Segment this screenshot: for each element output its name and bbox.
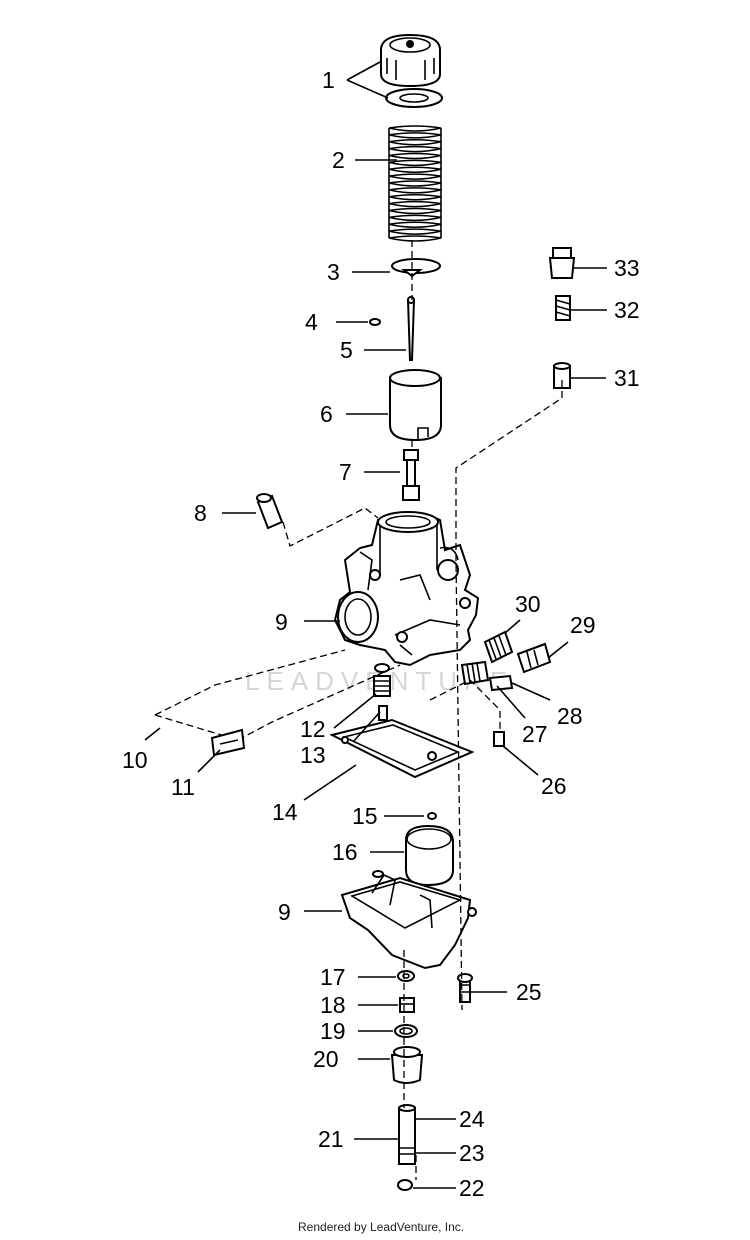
label-9-bowl: 9	[278, 899, 291, 925]
label-11: 11	[171, 774, 195, 800]
label-28: 28	[557, 703, 583, 729]
label-23: 23	[459, 1140, 485, 1166]
part-1-cap	[380, 33, 443, 108]
footer-credit: Rendered by LeadVenture, Inc.	[298, 1220, 464, 1234]
part-20-plug	[390, 1046, 424, 1084]
part-9-carburetor-body	[333, 511, 480, 667]
label-2: 2	[332, 147, 345, 173]
label-1: 1	[322, 67, 335, 93]
part-16-float	[405, 824, 454, 887]
label-18: 18	[320, 992, 346, 1018]
part-17-washer	[397, 970, 415, 982]
part-33-banjo-bolt	[548, 247, 576, 279]
part-15-float-pin	[427, 812, 437, 820]
label-13: 13	[300, 742, 326, 768]
part-8-rubber-cap	[256, 493, 284, 530]
label-8: 8	[194, 500, 207, 526]
part-11-hose-clip	[210, 728, 246, 757]
leader-lines	[144, 61, 607, 1189]
label-30: 30	[515, 591, 541, 617]
label-32: 32	[614, 297, 640, 323]
part-4-e-clip	[369, 318, 381, 326]
part-27-spring	[460, 660, 490, 686]
part-29-idle-screw	[516, 642, 552, 674]
label-6: 6	[320, 401, 333, 427]
part-31-fitting	[553, 362, 571, 389]
label-3: 3	[327, 259, 340, 285]
label-26: 26	[541, 773, 567, 799]
label-10: 10	[122, 747, 148, 773]
label-14: 14	[272, 799, 298, 825]
part-26-fitting	[493, 731, 505, 747]
part-12-13-pilot-jet	[373, 663, 391, 721]
part-labels: 1 2 3 4 5 6 7 8 9 10 11 12 13 14 15 16 9…	[122, 67, 640, 1201]
label-33: 33	[614, 255, 640, 281]
label-21: 21	[318, 1126, 344, 1152]
part-14-gasket	[329, 718, 475, 779]
label-7: 7	[339, 459, 352, 485]
label-16: 16	[332, 839, 358, 865]
part-6-throttle-slide	[389, 369, 442, 442]
label-27: 27	[522, 721, 548, 747]
label-5: 5	[340, 337, 353, 363]
part-2-spring	[388, 125, 442, 242]
part-5-needle	[406, 296, 416, 361]
part-32-spring	[555, 295, 571, 321]
part-22-cap	[397, 1179, 413, 1191]
label-22: 22	[459, 1175, 485, 1201]
part-3-clip-plate	[391, 258, 441, 278]
part-25-screw	[457, 973, 473, 1003]
part-28-pilot-screw	[488, 674, 514, 692]
label-20: 20	[313, 1046, 339, 1072]
label-29: 29	[570, 612, 596, 638]
label-25: 25	[516, 979, 542, 1005]
part-9-float-bowl	[340, 870, 477, 970]
label-9-body: 9	[275, 609, 288, 635]
label-31: 31	[614, 365, 640, 391]
label-19: 19	[320, 1018, 346, 1044]
part-21-tube	[398, 1104, 416, 1165]
label-17: 17	[320, 964, 346, 990]
label-4: 4	[305, 309, 318, 335]
part-19-o-ring	[394, 1024, 418, 1038]
assembly-dash-lines	[282, 240, 563, 1180]
part-30-spring	[483, 630, 514, 664]
label-12: 12	[300, 716, 326, 742]
label-15: 15	[352, 803, 378, 829]
part-18-main-jet	[399, 997, 415, 1013]
label-24: 24	[459, 1106, 485, 1132]
part-7-jet-tube	[402, 449, 420, 501]
